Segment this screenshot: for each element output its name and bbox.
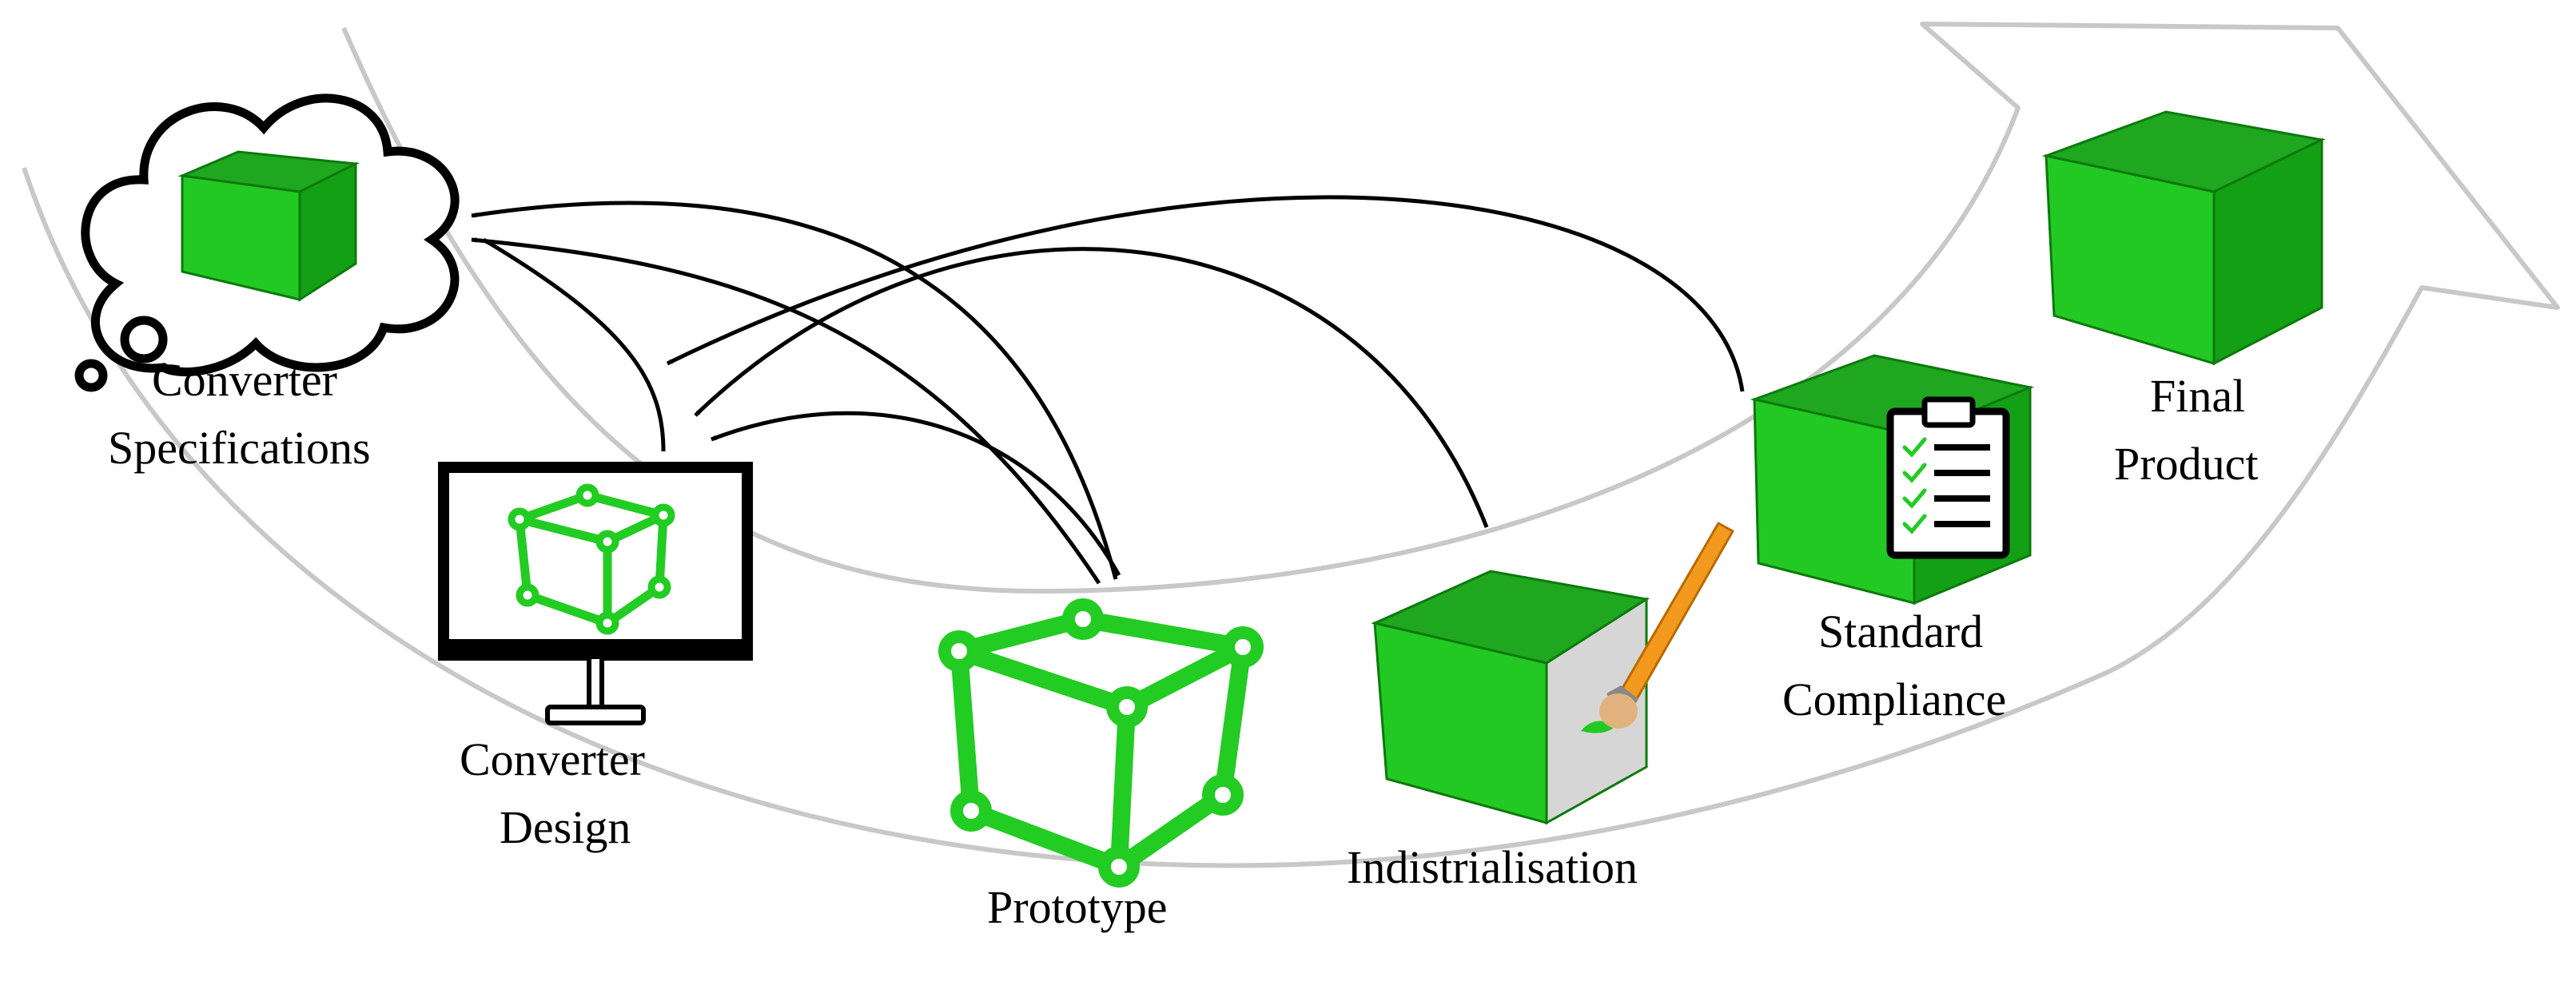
- wireframe-cube-icon: [938, 598, 1264, 888]
- spec-cube: [177, 150, 360, 302]
- feedback-arrow-industrialisation-to-design: [694, 247, 1489, 528]
- spec-label-line1: Converter: [152, 354, 337, 406]
- feedback-arrow-design-to-spec: [482, 237, 666, 452]
- prototype-label: Prototype: [987, 881, 1168, 933]
- industrialisation-cube: [1371, 570, 1650, 825]
- final-label-line1: Final: [2150, 370, 2245, 422]
- design-label-line2: Design: [500, 801, 631, 853]
- industrialisation-label: Indistrialisation: [1347, 841, 1638, 893]
- feedback-arrow-prototype-to-design: [711, 411, 1121, 577]
- spec-label-line2: Specifications: [108, 422, 371, 474]
- monitor-icon: [438, 462, 753, 725]
- compliance-label-line2: Compliance: [1782, 673, 2006, 725]
- paintbrush-icon: [1599, 521, 1735, 729]
- compliance-label-line1: Standard: [1818, 606, 1983, 657]
- process-flow-arrow: [22, 22, 2560, 868]
- solid-cube-icon: [2041, 110, 2326, 366]
- clipboard-checklist-icon: [1886, 396, 2010, 559]
- final-label-line2: Product: [2114, 438, 2258, 490]
- feedback-arrow-prototype-to-spec-2: [471, 237, 1101, 585]
- design-label-line1: Converter: [460, 733, 645, 785]
- feedback-arrow-compliance-to-design: [666, 195, 1745, 392]
- feedback-arrows: [471, 195, 1745, 585]
